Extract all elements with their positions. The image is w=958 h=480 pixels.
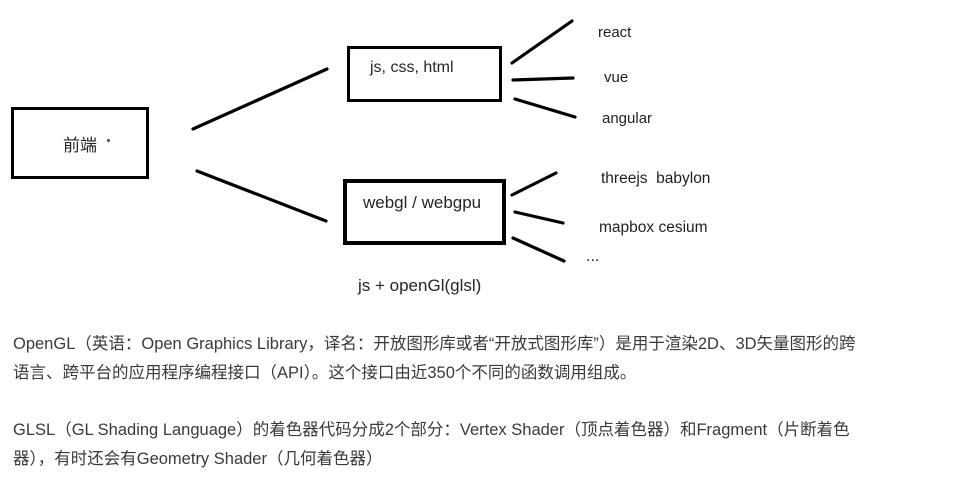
edge-js-to-react — [510, 19, 574, 65]
edge-webgl-to-ellipsis — [511, 236, 566, 263]
node-frontend-label: 前端 — [63, 135, 97, 155]
paragraph-opengl-line-1: OpenGL（英语：Open Graphics Library，译名：开放图形库… — [13, 335, 856, 353]
paragraph-opengl-line-2: 语言、跨平台的应用程序编程接口（API）。这个接口由近350个不同的函数调用组成… — [13, 364, 637, 382]
leaf-vue: vue — [604, 69, 629, 86]
edge-root-to-webgl — [195, 169, 328, 223]
leaf-angular: angular — [602, 110, 653, 127]
leaf-mapbox-cesium: mapbox cesium — [599, 219, 708, 236]
webgl-caption: js + openGl(glsl) — [358, 276, 482, 295]
paragraph-glsl: GLSL（GL Shading Language）的着色器代码分成2个部分：Ve… — [13, 416, 947, 474]
paragraph-opengl: OpenGL（英语：Open Graphics Library，译名：开放图形库… — [13, 330, 947, 388]
node-js-css-html-label: js, css, html — [370, 59, 454, 76]
edge-webgl-to-mapbox — [513, 210, 565, 225]
stray-dot: · — [107, 139, 110, 142]
paragraph-glsl-line-1: GLSL（GL Shading Language）的着色器代码分成2个部分：Ve… — [13, 421, 850, 439]
node-webgl-webgpu-label: webgl / webgpu — [363, 193, 482, 212]
leaf-threejs-babylon: threejs babylon — [601, 170, 711, 187]
edge-js-to-vue — [511, 76, 575, 82]
node-frontend: 前端 — [11, 107, 149, 179]
node-webgl-webgpu: webgl / webgpu — [343, 179, 506, 245]
leaf-react: react — [598, 24, 632, 41]
paragraph-glsl-line-2: 器），有时还会有Geometry Shader（几何着色器） — [13, 450, 383, 468]
node-js-css-html: js, css, html — [347, 46, 502, 102]
leaf-ellipsis: ... — [586, 248, 600, 265]
edge-root-to-js — [191, 67, 329, 131]
edge-js-to-angular — [513, 97, 577, 119]
edge-webgl-to-threejs — [510, 171, 558, 197]
